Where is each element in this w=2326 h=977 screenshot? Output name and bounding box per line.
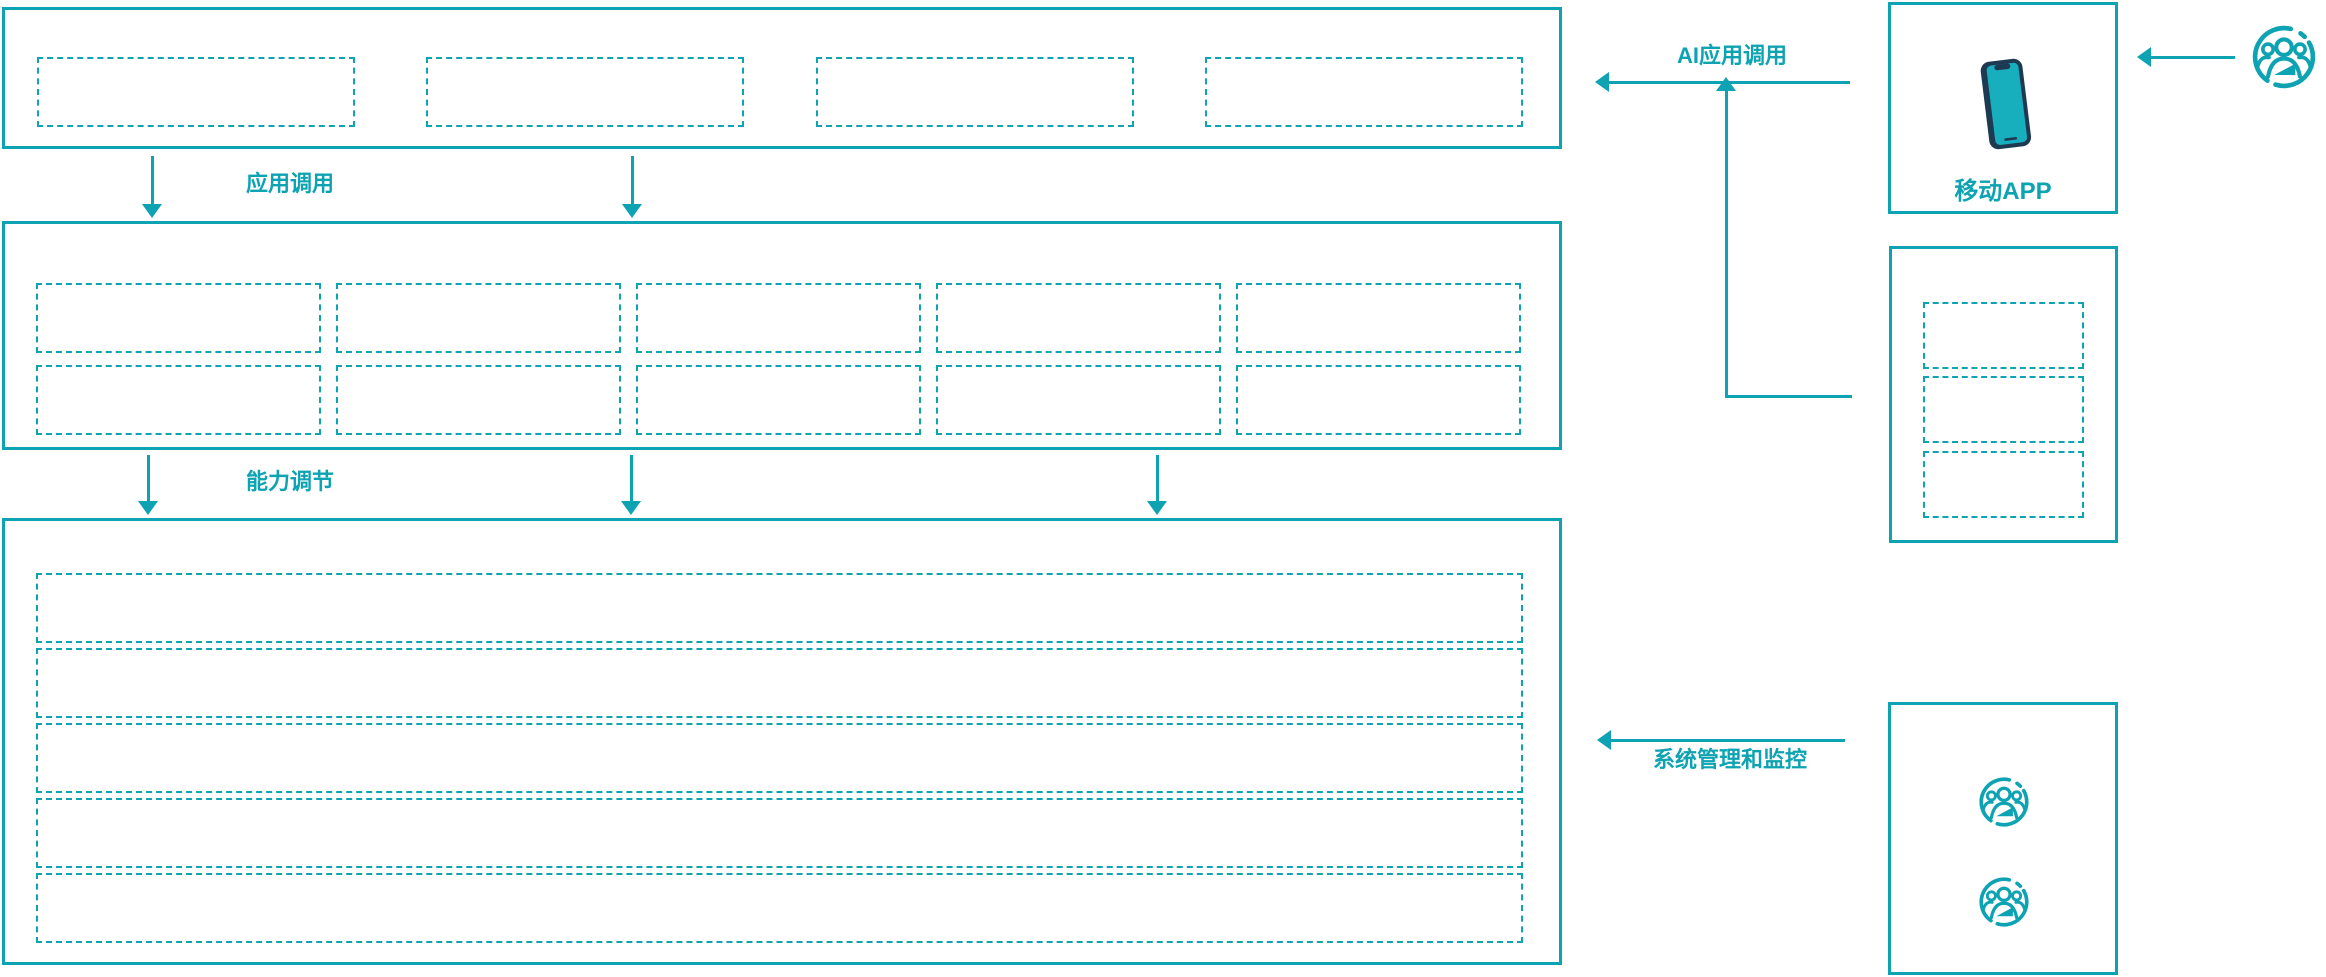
placeholder-box <box>36 283 321 353</box>
bottom-layer-box <box>2 518 1562 965</box>
arrow-shaft <box>1155 455 1159 503</box>
placeholder-row <box>36 723 1523 793</box>
placeholder-box <box>36 365 321 435</box>
top-layer-box <box>2 7 1562 149</box>
arrow-left-system-monitor <box>1597 730 1845 750</box>
right-middle-box <box>1889 246 2118 543</box>
placeholder-box <box>1923 302 2084 369</box>
placeholder-row <box>36 873 1523 943</box>
middle-layer-box <box>2 221 1562 450</box>
label-mobile-app: 移动APP <box>1954 178 2052 205</box>
arrow-shaft <box>630 156 634 206</box>
arrow-down-capability-2 <box>621 455 641 515</box>
users-group-icon <box>1979 877 2029 927</box>
users-group-icon <box>2252 25 2316 89</box>
placeholder-box <box>636 365 921 435</box>
arrow-head-down-icon <box>1147 501 1167 515</box>
arrow-head-left-icon <box>1597 730 1611 750</box>
arrow-head-left-icon <box>2137 47 2151 67</box>
arrow-down-capability-1 <box>138 455 158 515</box>
placeholder-box <box>1236 365 1521 435</box>
users-group-icon <box>1979 777 2029 827</box>
arrow-down-capability-3 <box>1147 455 1167 515</box>
arrow-down-app-call-2 <box>622 156 642 218</box>
arrow-head-down-icon <box>142 204 162 218</box>
placeholder-box <box>936 365 1221 435</box>
placeholder-box <box>936 283 1221 353</box>
connector-horizontal <box>1725 395 1852 398</box>
placeholder-box <box>426 57 744 127</box>
arrow-shaft <box>2150 55 2235 59</box>
placeholder-box <box>1923 376 2084 443</box>
arrow-head-left-icon <box>1595 72 1609 92</box>
placeholder-box <box>1236 283 1521 353</box>
placeholder-row <box>36 573 1523 643</box>
arrow-left-user-to-mobile <box>2137 47 2235 67</box>
mobile-app-box: 移动APP <box>1888 2 2118 214</box>
label-capability-adjust: 能力调节 <box>245 469 334 494</box>
connector-vertical <box>1725 91 1728 398</box>
arrow-head-down-icon <box>622 204 642 218</box>
arrow-down-app-call-1 <box>142 156 162 218</box>
arrow-shaft <box>629 455 633 503</box>
label-app-call: 应用调用 <box>245 171 334 196</box>
placeholder-box <box>816 57 1134 127</box>
placeholder-box <box>636 283 921 353</box>
placeholder-box <box>1205 57 1523 127</box>
smartphone-icon <box>1980 58 2032 150</box>
arrow-head-up-icon <box>1716 77 1736 91</box>
placeholder-box <box>37 57 355 127</box>
arrow-head-down-icon <box>138 501 158 515</box>
arrow-shaft <box>1610 738 1845 742</box>
arrow-shaft <box>146 455 150 503</box>
label-system-monitor: 系统管理和监控 <box>1652 747 1807 772</box>
placeholder-box <box>336 365 621 435</box>
admin-users-box <box>1888 702 2118 975</box>
placeholder-box <box>336 283 621 353</box>
placeholder-row <box>36 798 1523 868</box>
label-ai-app-call: AI应用调用 <box>1676 43 1787 68</box>
arrow-head-down-icon <box>621 501 641 515</box>
placeholder-row <box>36 648 1523 718</box>
arrow-shaft <box>150 156 154 206</box>
placeholder-box <box>1923 451 2084 518</box>
